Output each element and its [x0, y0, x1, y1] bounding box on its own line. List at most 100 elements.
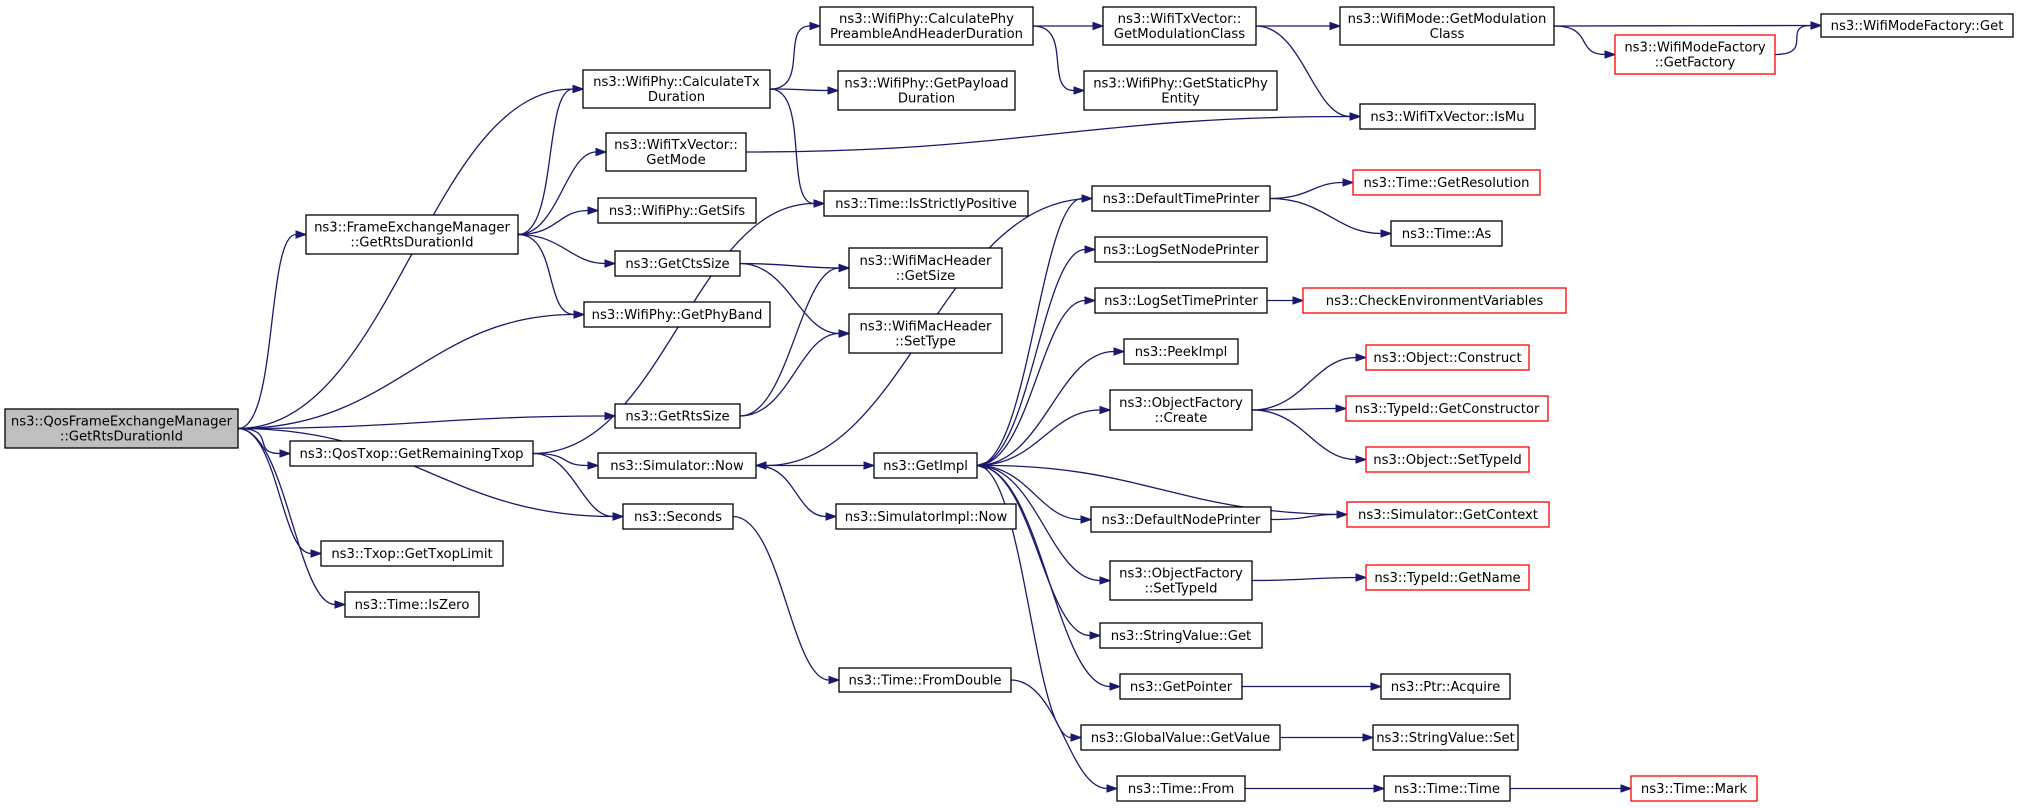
node-label: ns3::WifiMacHeader — [860, 320, 993, 335]
edge-getrtssize-to-mh-getsize — [739, 263, 851, 417]
arrowhead — [1355, 353, 1368, 362]
node-getimpl[interactable]: ns3::GetImpl — [873, 452, 978, 479]
node-calcpre[interactable]: ns3::WifiPhy::CalculatePhyPreambleAndHea… — [819, 6, 1034, 46]
node-seconds[interactable]: ns3::Seconds — [622, 503, 734, 530]
node-box — [1345, 395, 1549, 422]
edge-root-to-getphyband — [237, 310, 586, 430]
edge-getpointer-to-ptr-acquire — [1242, 682, 1383, 691]
node-ismu[interactable]: ns3::WifiTxVector::IsMu — [1359, 103, 1536, 130]
node-time-time[interactable]: ns3::Time::Time — [1383, 775, 1511, 802]
node-simimplnow[interactable]: ns3::SimulatorImpl::Now — [835, 503, 1017, 530]
arrowhead — [1099, 405, 1112, 415]
node-sv-get[interactable]: ns3::StringValue::Get — [1099, 622, 1263, 649]
edge-line — [1251, 576, 1357, 582]
edge-logsettime-to-checkenv — [1267, 296, 1305, 305]
node-fem-getrts[interactable]: ns3::FrameExchangeManager::GetRtsDuratio… — [305, 214, 519, 255]
arrowhead — [1329, 21, 1342, 31]
edge-wm-getmodclass-to-wmf-getfactory — [1553, 25, 1617, 59]
node-logsettime[interactable]: ns3::LogSetTimePrinter — [1094, 287, 1268, 314]
node-box — [1083, 70, 1278, 111]
node-gv-getvalue[interactable]: ns3::GlobalValue::GetValue — [1080, 724, 1281, 751]
edge-line — [237, 427, 281, 455]
node-deftimeprinter[interactable]: ns3::DefaultTimePrinter — [1091, 185, 1271, 212]
node-ptr-acquire[interactable]: ns3::Ptr::Acquire — [1380, 673, 1511, 700]
node-box — [835, 503, 1017, 530]
node-label: ns3::LogSetNodePrinter — [1103, 243, 1260, 258]
node-obj-construct[interactable]: ns3::Object::Construct — [1365, 344, 1530, 371]
node-getphyband[interactable]: ns3::WifiPhy::GetPhyBand — [583, 301, 771, 328]
node-peekimpl[interactable]: ns3::PeekImpl — [1123, 338, 1239, 365]
node-typeid-getctor[interactable]: ns3::TypeId::GetConstructor — [1345, 395, 1549, 422]
node-txv-getmodclass[interactable]: ns3::WifiTxVector::GetModulationClass — [1102, 6, 1257, 46]
arrowhead — [1084, 296, 1097, 305]
node-simnow[interactable]: ns3::Simulator::Now — [597, 452, 757, 479]
node-fromdouble[interactable]: ns3::Time::FromDouble — [838, 667, 1012, 693]
function-nodes: ns3::QosFrameExchangeManager::GetRtsDura… — [4, 6, 2014, 802]
node-time-mark[interactable]: ns3::Time::Mark — [1630, 775, 1758, 802]
edge-line — [976, 464, 1082, 521]
arrowhead — [1080, 515, 1093, 524]
node-of-settypeid[interactable]: ns3::ObjectFactory::SetTypeId — [1109, 560, 1253, 601]
node-getresolution[interactable]: ns3::Time::GetResolution — [1352, 169, 1541, 196]
arrowhead — [1106, 784, 1119, 793]
node-box — [289, 440, 534, 467]
edge-calcpre-to-getstaticphy — [1032, 25, 1086, 95]
node-time-from[interactable]: ns3::Time::From — [1116, 775, 1246, 802]
node-iszero[interactable]: ns3::Time::IsZero — [344, 591, 480, 618]
edge-seconds-to-fromdouble — [732, 515, 841, 685]
node-mh-getsize[interactable]: ns3::WifiMacHeader::GetSize — [848, 247, 1003, 289]
node-getrtssize[interactable]: ns3::GetRtsSize — [614, 403, 741, 429]
node-sim-getcontext[interactable]: ns3::Simulator::GetContext — [1346, 501, 1550, 528]
node-label: ns3::Object::SetTypeId — [1373, 453, 1522, 468]
node-box — [1339, 6, 1555, 46]
edge-line — [517, 233, 575, 316]
edge-fromdouble-to-time-from — [1010, 679, 1119, 793]
node-label: ::SetType — [895, 335, 956, 350]
edge-line — [237, 233, 297, 430]
edge-wm-getmodclass-to-wmf-get — [1553, 21, 1823, 30]
node-label: GetMode — [646, 153, 705, 168]
edge-line — [769, 88, 829, 92]
node-label: ns3::TypeId::GetConstructor — [1355, 402, 1540, 417]
node-box — [1109, 560, 1253, 601]
arrowhead — [1373, 784, 1386, 793]
arrowhead — [1113, 347, 1126, 356]
node-defnodeprinter[interactable]: ns3::DefaultNodePrinter — [1090, 506, 1272, 533]
arrowhead — [587, 461, 600, 470]
node-logsetnode[interactable]: ns3::LogSetNodePrinter — [1094, 236, 1268, 263]
edge-line — [237, 313, 575, 430]
arrowhead — [1810, 21, 1823, 30]
node-label: ns3::DefaultNodePrinter — [1102, 513, 1262, 528]
node-mh-settype[interactable]: ns3::WifiMacHeader::SetType — [848, 313, 1003, 354]
node-getctssize[interactable]: ns3::GetCtsSize — [614, 250, 741, 277]
edge-calcpre-to-txv-getmodclass — [1033, 21, 1105, 31]
arrowhead — [604, 259, 617, 268]
node-box — [1116, 775, 1246, 802]
node-label: ns3::WifiPhy::GetStaticPhy — [1093, 77, 1268, 92]
node-box — [1614, 34, 1776, 75]
node-wm-getmodclass[interactable]: ns3::WifiMode::GetModulationClass — [1339, 6, 1555, 46]
edge-line — [976, 464, 1101, 582]
node-getsifs[interactable]: ns3::WifiPhy::GetSifs — [597, 197, 757, 224]
edge-getmode-to-ismu — [745, 112, 1362, 153]
arrowhead — [1070, 733, 1083, 742]
edge-line — [532, 202, 815, 455]
node-checkenv[interactable]: ns3::CheckEnvironmentVariables — [1302, 287, 1567, 314]
node-of-create[interactable]: ns3::ObjectFactory::Create — [1109, 389, 1253, 431]
node-sv-set[interactable]: ns3::StringValue::Set — [1372, 724, 1519, 751]
node-isstrictpos[interactable]: ns3::Time::IsStrictlyPositive — [823, 190, 1029, 217]
node-wmf-get[interactable]: ns3::WifiModeFactory::Get — [1820, 13, 2014, 38]
node-getpointer[interactable]: ns3::GetPointer — [1119, 673, 1243, 700]
node-getmode[interactable]: ns3::WifiTxVector::GetMode — [605, 132, 747, 172]
node-typeid-getname[interactable]: ns3::TypeId::GetName — [1365, 564, 1530, 591]
node-obj-settypeid[interactable]: ns3::Object::SetTypeId — [1365, 446, 1530, 473]
node-gettxoplimit[interactable]: ns3::Txop::GetTxopLimit — [320, 540, 504, 567]
edge-root-to-getremtxop — [237, 427, 292, 458]
node-wmf-getfactory[interactable]: ns3::WifiModeFactory::GetFactory — [1614, 34, 1776, 75]
node-getremtxop[interactable]: ns3::QosTxop::GetRemainingTxop — [289, 440, 534, 467]
node-time-as[interactable]: ns3::Time::As — [1390, 220, 1503, 247]
edge-deftimeprinter-to-time-as — [1269, 197, 1393, 238]
